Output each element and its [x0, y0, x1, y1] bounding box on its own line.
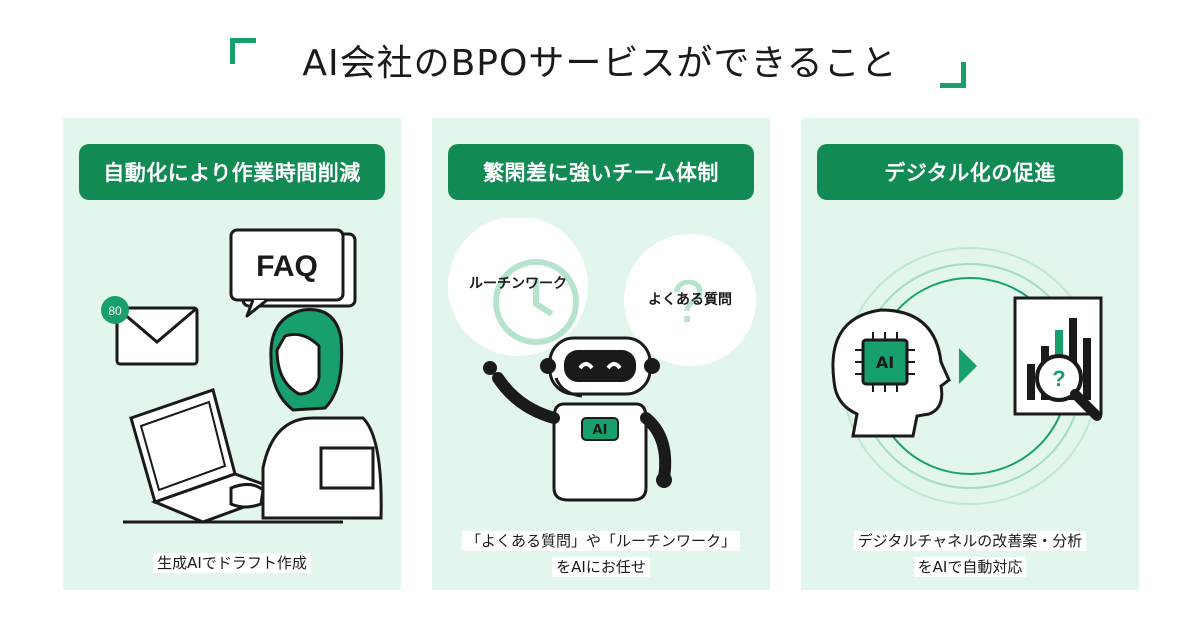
- svg-text:AI: AI: [876, 353, 894, 372]
- card-caption: デジタルチャネルの改善案・分析 をAIで自動対応: [801, 528, 1139, 580]
- card-caption: 生成AIでドラフト作成: [63, 550, 401, 576]
- robot-arm-right: [640, 412, 672, 484]
- card-digitalization: デジタル化の促進 AI ? デジタルチャネルの改善案・分析 をA: [801, 118, 1139, 590]
- title-bracket-open: [230, 38, 256, 64]
- faq-bubble: [624, 234, 756, 366]
- svg-text:80: 80: [108, 304, 122, 318]
- title-area: AI会社のBPOサービスができること: [0, 0, 1200, 110]
- card-heading: 自動化により作業時間削減: [79, 144, 385, 200]
- unread-count-badge: [101, 296, 129, 324]
- caption-line: 生成AIでドラフト作成: [153, 553, 311, 573]
- title-bracket-close: [940, 62, 966, 88]
- caption-line: デジタルチャネルの改善案・分析: [853, 531, 1087, 551]
- card-heading: 繁閑差に強いチーム体制: [448, 144, 754, 200]
- chair: [319, 446, 375, 490]
- robot-ai-badge: [581, 417, 619, 441]
- caption-line: をAIで自動対応: [913, 557, 1027, 577]
- question-icon: ?: [671, 268, 704, 335]
- svg-text:AI: AI: [593, 423, 608, 438]
- card-automation: 自動化により作業時間削減 FAQ 80 生成AIでドラフト作成: [63, 118, 401, 590]
- person-hand: [229, 483, 265, 509]
- office-worker-illustration: FAQ 80: [101, 228, 383, 524]
- mail-icon: [115, 306, 199, 366]
- caption-line: をAIにお任せ: [552, 557, 650, 577]
- magnifier-icon: [1035, 354, 1083, 402]
- person-face: [275, 332, 321, 396]
- faq-label: よくある質問: [648, 291, 732, 308]
- faq-label: FAQ: [256, 250, 318, 283]
- card-heading: デジタル化の促進: [817, 144, 1123, 200]
- svg-text:?: ?: [1052, 366, 1065, 391]
- robot-arm-left: [492, 372, 560, 424]
- card-team: 繁閑差に強いチーム体制 ルーチンワーク ? よくある質問 AI 「よくある質問」…: [432, 118, 770, 590]
- arrow-icon: [959, 348, 977, 384]
- robot-illustration: ルーチンワーク ? よくある質問 AI: [448, 218, 756, 502]
- faq-bubble: [229, 228, 345, 302]
- routine-label: ルーチンワーク: [469, 276, 567, 292]
- routine-bubble: [448, 218, 588, 356]
- page-title: AI会社のBPOサービスができること: [302, 43, 898, 84]
- caption-line: 「よくある質問」や「ルーチンワーク」: [461, 531, 740, 551]
- clock-icon: [493, 259, 579, 345]
- card-caption: 「よくある質問」や「ルーチンワーク」 をAIにお任せ: [432, 528, 770, 580]
- analysis-illustration: AI ?: [831, 247, 1103, 505]
